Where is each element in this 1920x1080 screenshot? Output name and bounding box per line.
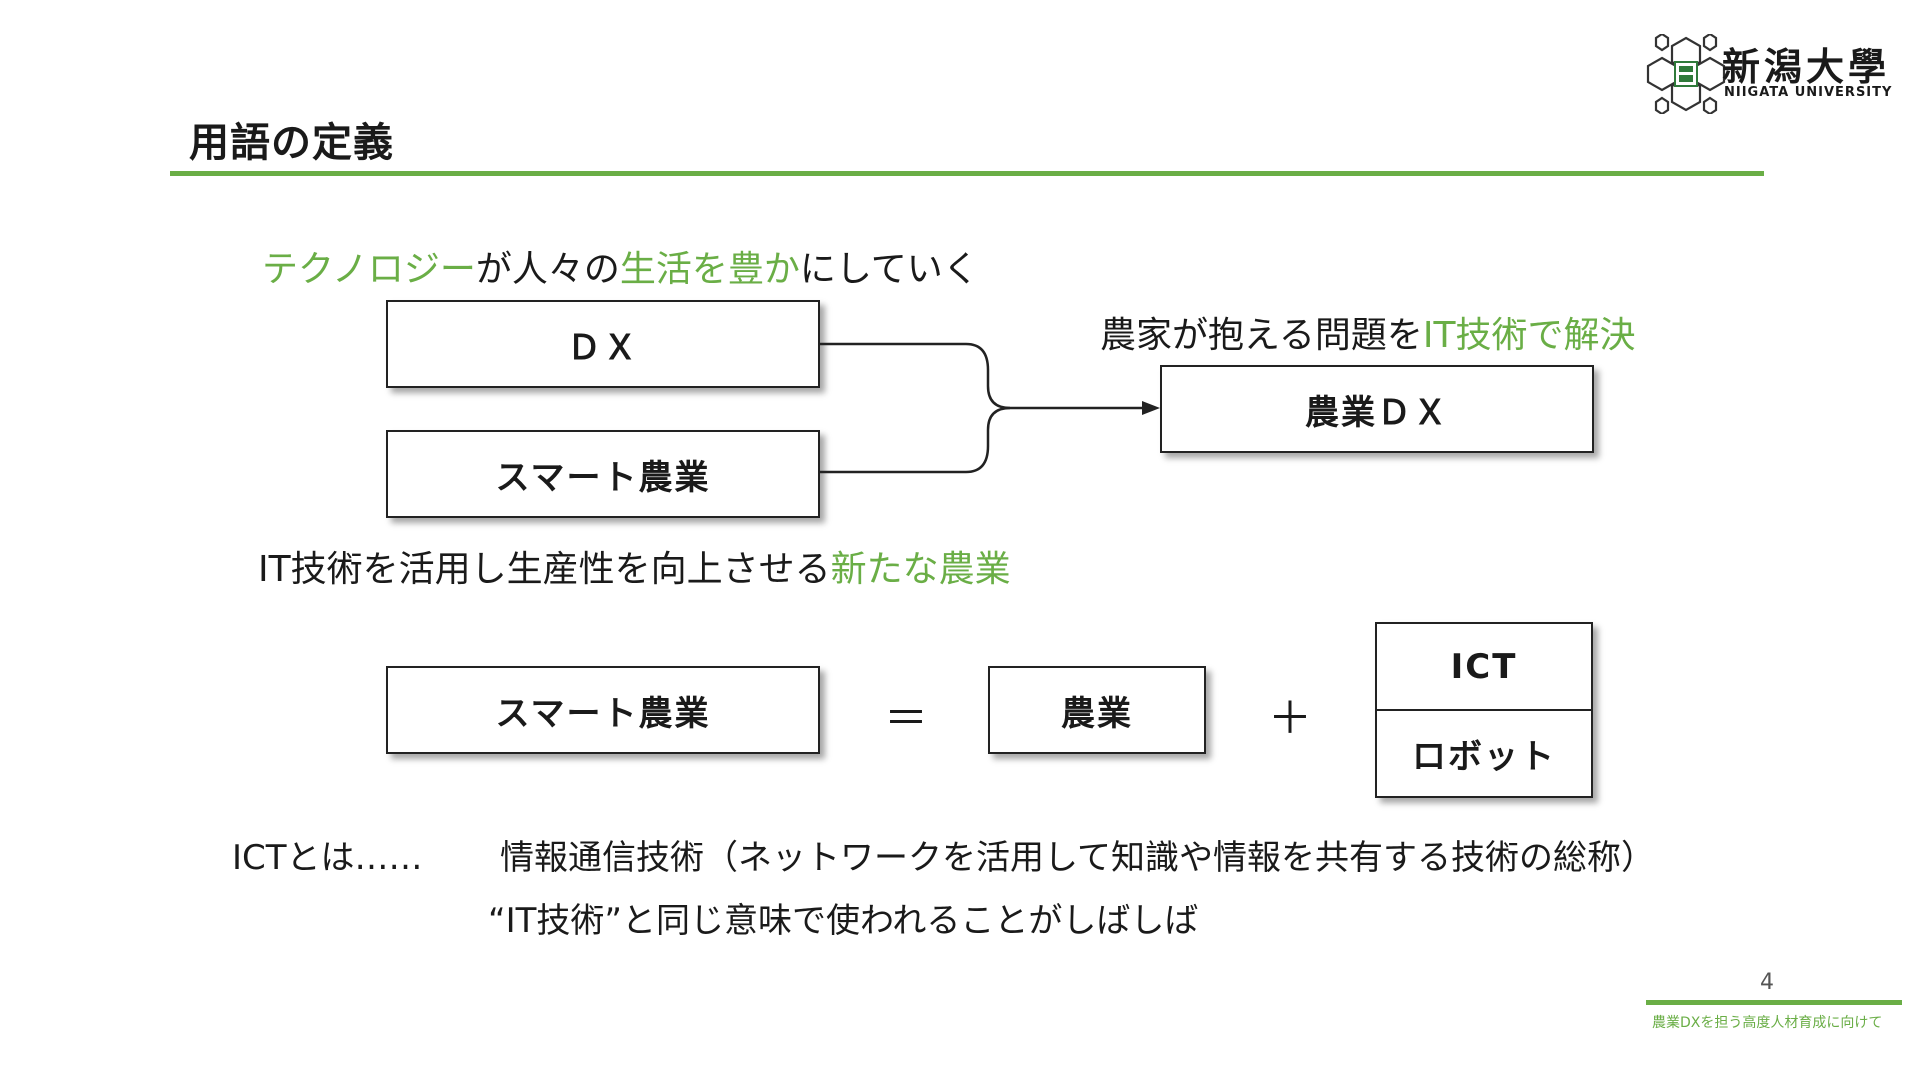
agri-dx-definition: 農家が抱える問題をIT技術で解決 (1100, 306, 1636, 358)
ict-definition: 情報通信技術（ネットワークを活用して知識や情報を共有する技術の総称） (500, 838, 1655, 878)
equals-sign: ＝ (884, 693, 928, 744)
footer-text: 農業DXを担う高度人材育成に向けて (1652, 1015, 1883, 1031)
agri-dx-definition-keyword: IT技術で解決 (1422, 315, 1636, 356)
robot-cell: ロボット (1377, 709, 1591, 796)
equation-smart-agriculture-box: スマート農業 (386, 666, 820, 754)
page-number: 4 (1760, 970, 1774, 995)
logo-english-text: NIIGATA UNIVERSITY (1724, 85, 1893, 100)
merge-connector (818, 342, 1160, 474)
footer-divider (1646, 1000, 1902, 1005)
plus-sign: ＋ (1268, 693, 1312, 744)
smart-agriculture-definition-text: IT技術を活用し生産性を向上させる (258, 549, 831, 590)
agricultural-dx-box: 農業ＤＸ (1160, 365, 1594, 453)
ict-usage-note: “IT技術”と同じ意味で使われることがしばしば (488, 901, 1199, 941)
dx-definition-text-end: にしていく (799, 249, 979, 290)
dx-definition-keyword-life: 生活を豊か (619, 249, 800, 290)
university-logo-icon (1646, 34, 1726, 114)
title-divider (170, 171, 1764, 176)
page-title: 用語の定義 (189, 120, 394, 166)
dx-box: ＤＸ (386, 300, 820, 388)
dx-definition-text: が人々の (475, 249, 620, 290)
dx-definition-keyword-technology: テクノロジー (262, 249, 476, 290)
dx-definition: テクノロジーが人々の生活を豊かにしていく (262, 240, 979, 292)
ict-label: ICTとは…… (232, 838, 423, 878)
agriculture-box: 農業 (988, 666, 1206, 754)
agri-dx-definition-text: 農家が抱える問題を (1100, 315, 1423, 356)
smart-agriculture-definition-keyword: 新たな農業 (830, 549, 1011, 590)
arrow-head-icon (1142, 401, 1160, 415)
connector-from-smart-agriculture (818, 406, 1011, 474)
logo-japanese-text: 新潟大學 (1722, 44, 1891, 89)
ict-robot-box: ICT ロボット (1375, 622, 1593, 798)
ict-cell: ICT (1450, 646, 1518, 687)
smart-agriculture-definition: IT技術を活用し生産性を向上させる新たな農業 (258, 540, 1011, 592)
connector-from-dx (818, 342, 1011, 410)
smart-agriculture-box: スマート農業 (386, 430, 820, 518)
